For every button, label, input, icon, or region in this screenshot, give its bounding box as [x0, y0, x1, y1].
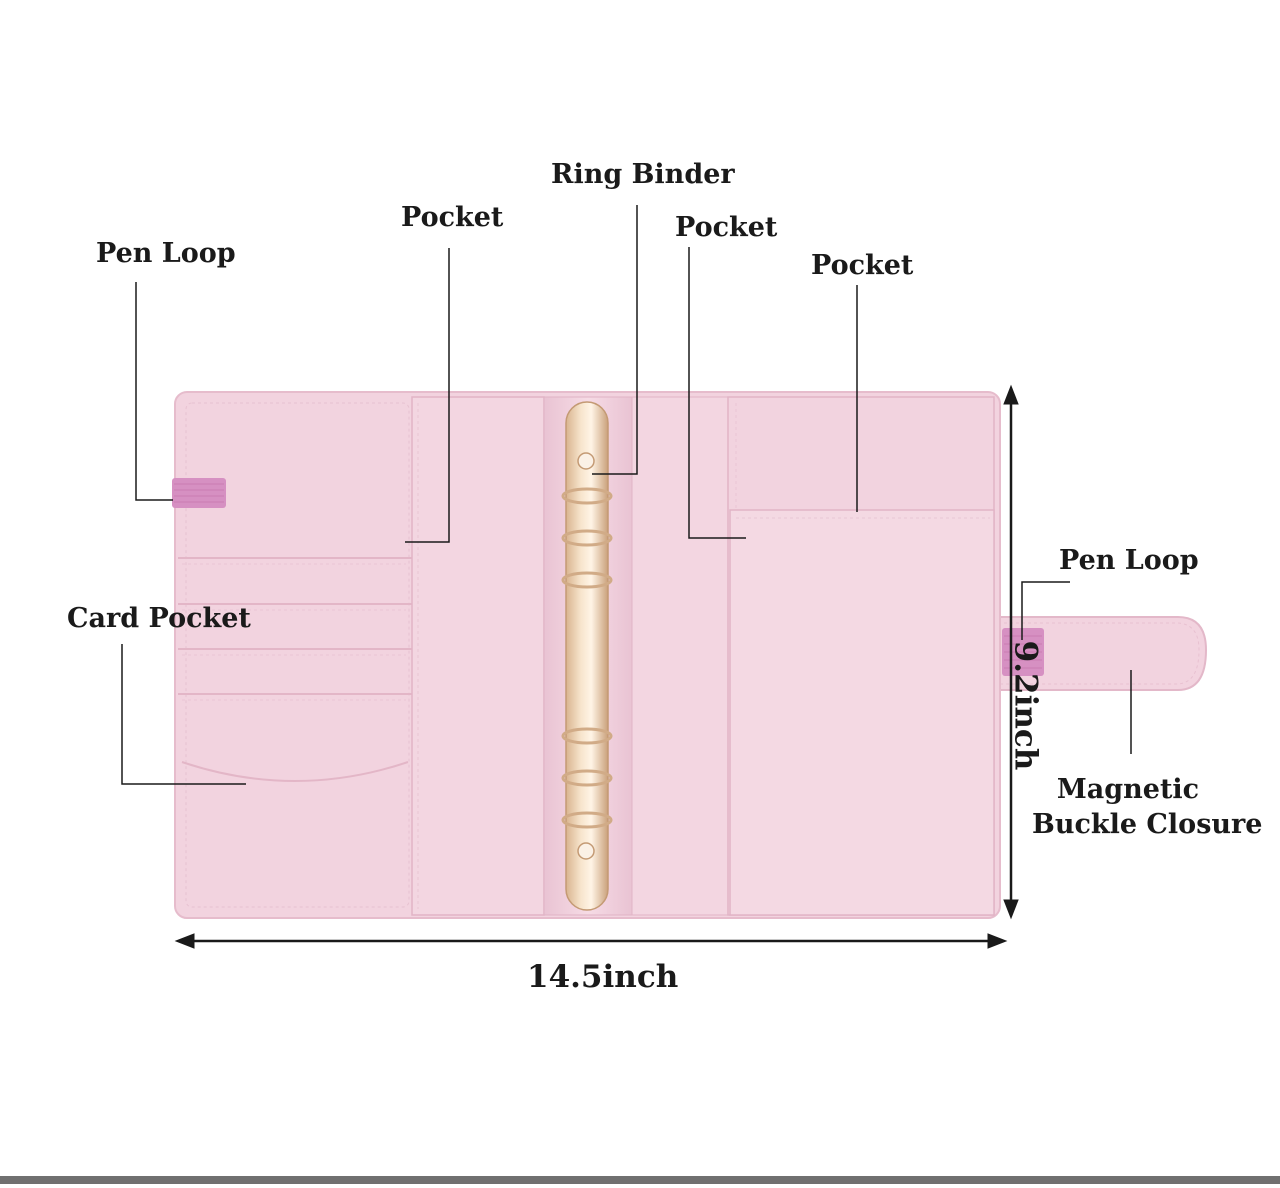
leader-pocket-left	[405, 248, 450, 543]
label-magnetic-line2: Buckle Closure	[1032, 809, 1263, 841]
height-dimension-arrow	[1003, 384, 1019, 920]
bottom-bar	[0, 1176, 1280, 1184]
label-pocket-center-right: Pocket	[675, 212, 778, 243]
label-ring-binder: Ring Binder	[551, 159, 735, 190]
label-pocket-right: Pocket	[811, 250, 914, 281]
pocket-left	[411, 396, 545, 916]
width-dimension-arrow	[174, 933, 1008, 949]
card-pocket-group	[178, 557, 412, 782]
pen-loop-left	[172, 478, 226, 508]
label-magnetic-line1: Magnetic	[1056, 774, 1200, 805]
leader-lines	[121, 205, 1132, 785]
leader-card-pocket	[121, 644, 246, 785]
pocket-right	[729, 509, 995, 916]
leader-pocket-center-right	[688, 247, 746, 539]
leader-ring-binder	[592, 205, 638, 475]
label-height-dimension: 9.2inch	[1007, 640, 1044, 771]
label-magnetic-buckle-closure: Magnetic Buckle Closure	[1032, 772, 1263, 842]
ring-binder-mechanism	[561, 401, 613, 911]
label-width-dimension: 14.5inch	[527, 959, 679, 995]
label-pen-loop-left: Pen Loop	[96, 238, 236, 269]
label-pocket-left: Pocket	[401, 202, 504, 233]
label-pen-loop-right: Pen Loop	[1059, 545, 1199, 576]
leader-pen-loop-right	[1021, 581, 1070, 640]
leader-pen-loop-left	[135, 282, 173, 501]
label-card-pocket: Card Pocket	[67, 603, 251, 634]
